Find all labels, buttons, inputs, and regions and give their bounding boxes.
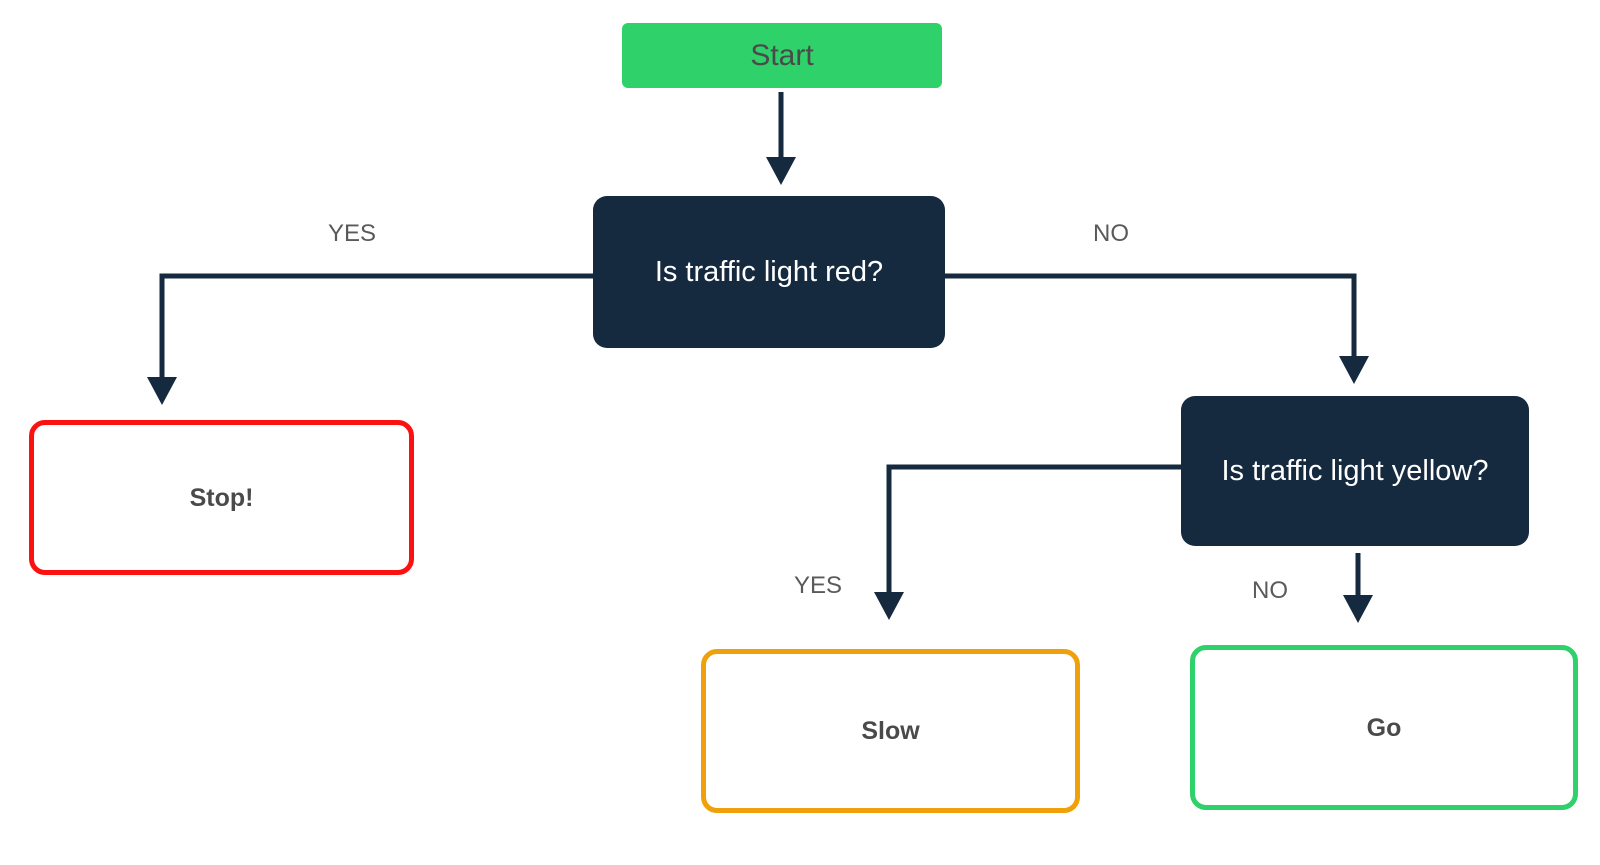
node-decision-red-label: Is traffic light red?: [654, 255, 884, 288]
node-go[interactable]: Go: [1190, 645, 1578, 810]
connector-yellow-yes-to-slow: [874, 464, 1181, 620]
edge-label-yellow-yes: YES: [794, 572, 843, 599]
node-decision-yellow-label: Is traffic light yellow?: [1221, 454, 1489, 487]
node-stop-label: Stop!: [189, 483, 254, 512]
node-go-label: Go: [1366, 713, 1402, 742]
connector-red-no-to-yellow: [945, 273, 1370, 384]
node-decision-is-traffic-light-yellow[interactable]: Is traffic light yellow?: [1181, 396, 1529, 546]
node-slow[interactable]: Slow: [701, 649, 1080, 813]
node-start[interactable]: Start: [622, 23, 942, 88]
edge-label-red-yes: YES: [328, 220, 377, 247]
node-stop[interactable]: Stop!: [29, 420, 414, 575]
edge-label-red-no: NO: [1093, 220, 1129, 247]
edge-label-yellow-no: NO: [1252, 577, 1288, 604]
node-start-label: Start: [750, 38, 814, 72]
node-decision-is-traffic-light-red[interactable]: Is traffic light red?: [593, 196, 945, 348]
connector-red-yes-to-stop: [147, 273, 593, 405]
node-slow-label: Slow: [861, 717, 920, 745]
